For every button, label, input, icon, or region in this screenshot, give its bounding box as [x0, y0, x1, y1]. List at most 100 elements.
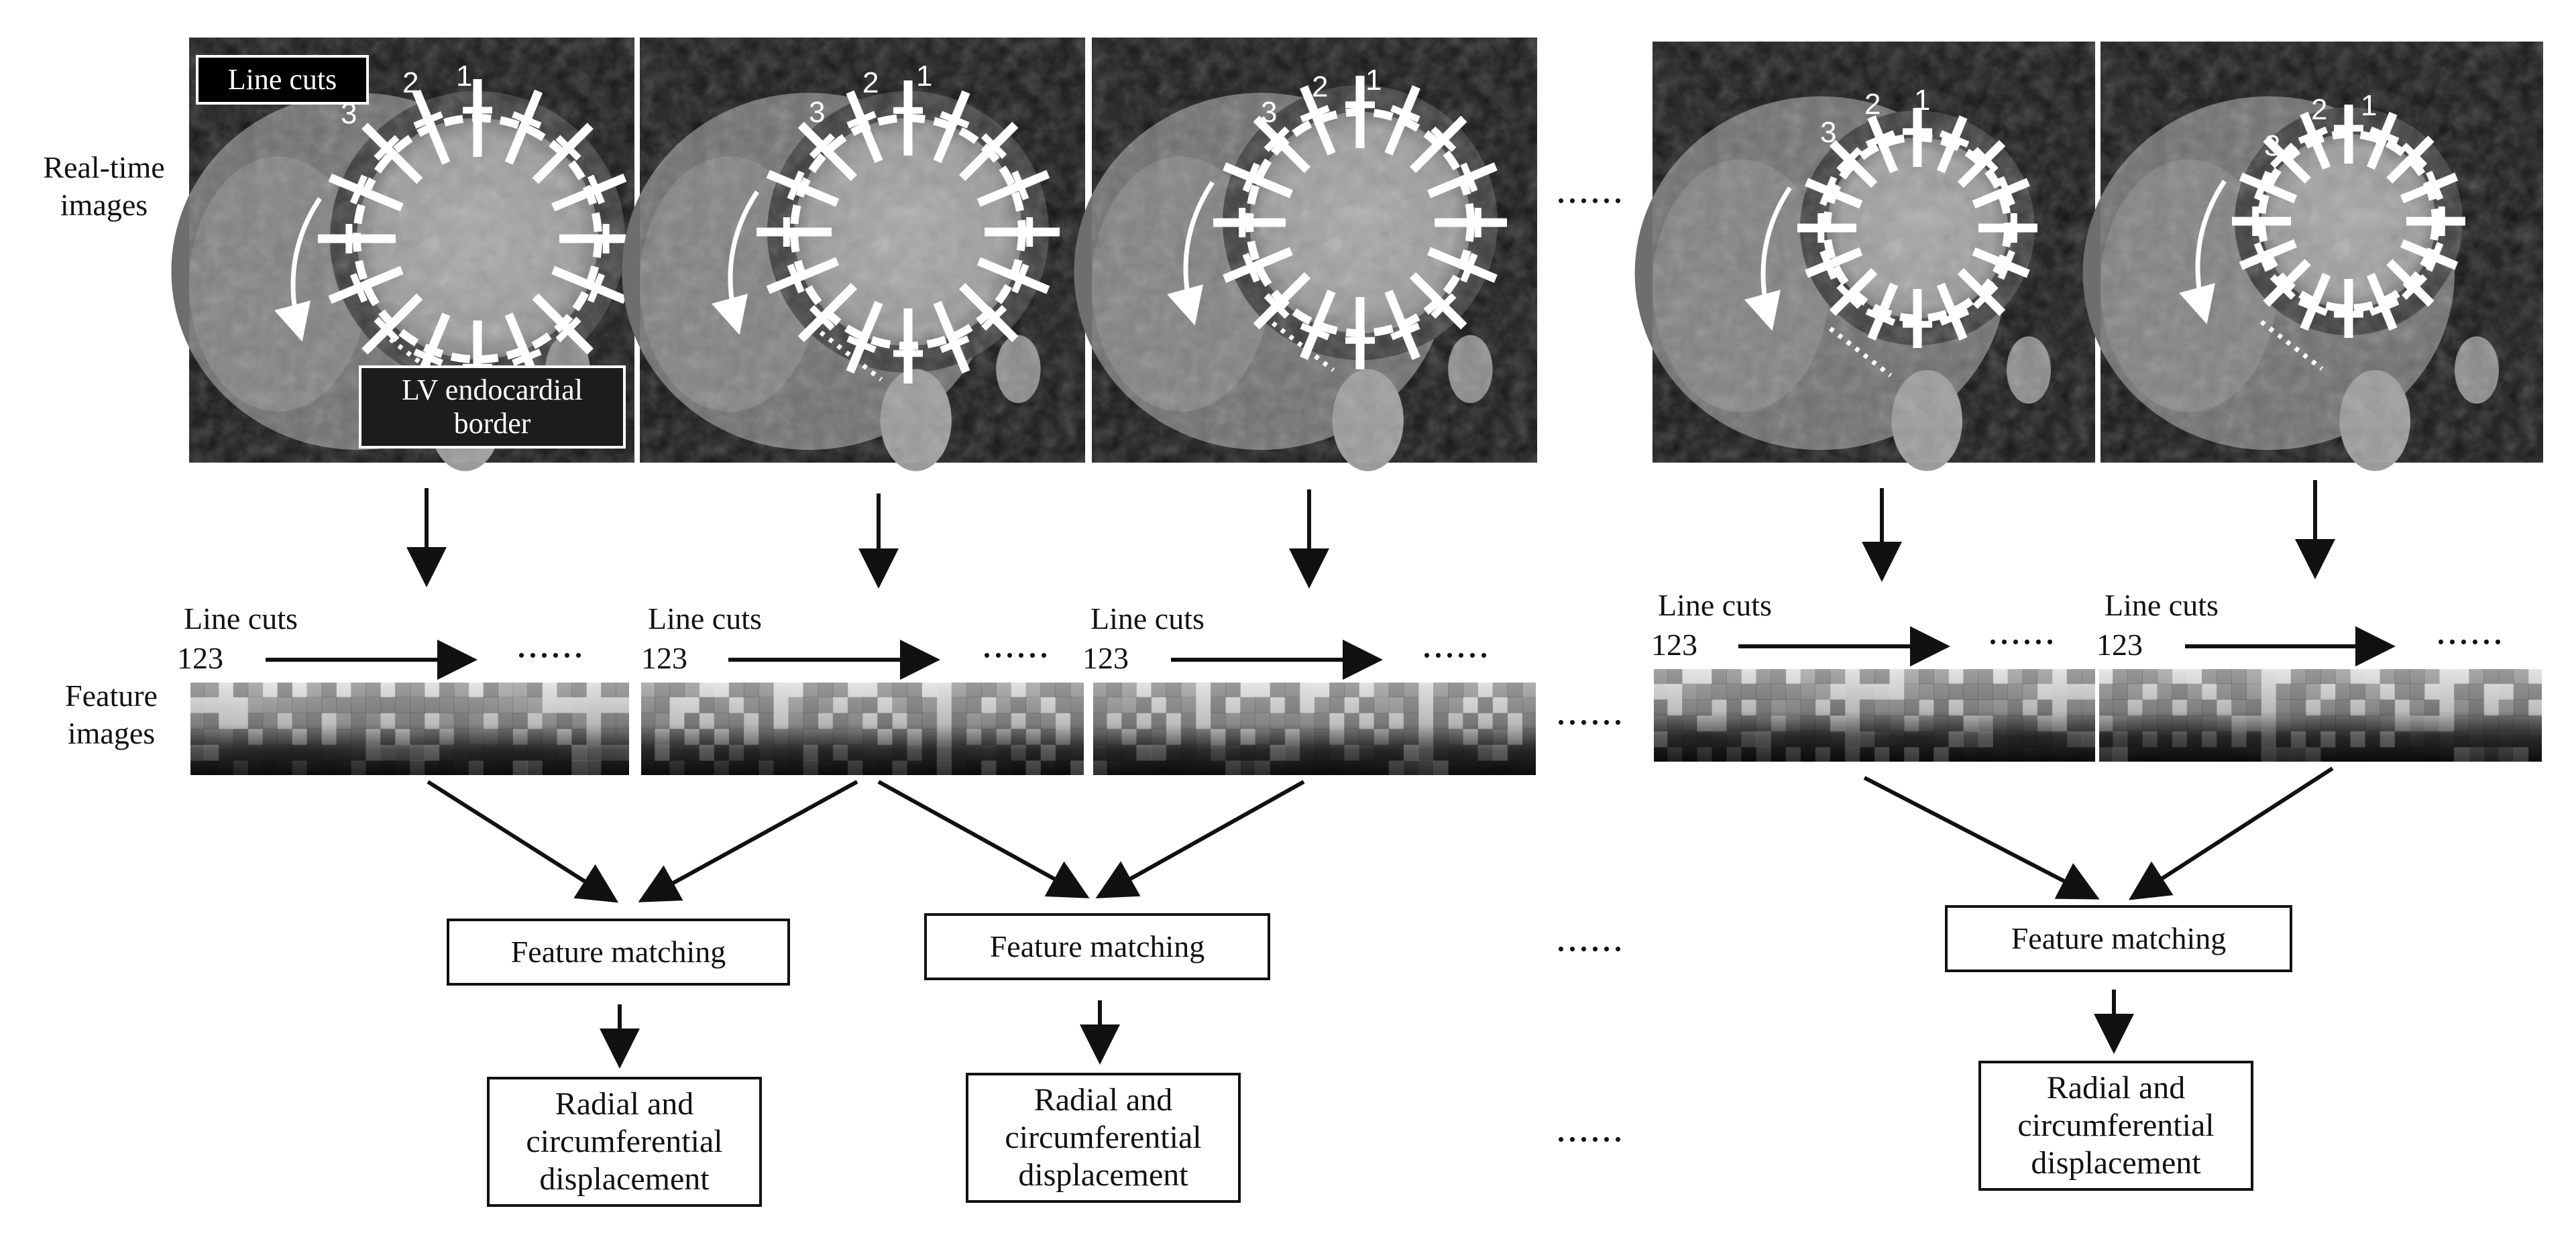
feature-pixel: [1948, 747, 1964, 764]
feature-pixel: [1448, 760, 1463, 777]
feature-pixel: [669, 681, 685, 698]
feature-matching-box-2: Feature matching: [924, 913, 1270, 980]
line-cuts-callout: Line cuts: [196, 55, 369, 105]
feature-pixel: [1741, 747, 1756, 764]
line-cut-tick: [328, 266, 404, 304]
feature-strip: [1092, 681, 1537, 776]
mri-noise: [1653, 42, 2095, 463]
feature-pixel: [1240, 697, 1255, 713]
feature-pixel: [2454, 699, 2469, 716]
feature-pixel: [2365, 699, 2381, 716]
feature-pixel: [1374, 697, 1390, 713]
line-cut-tick: [976, 170, 1050, 207]
line-cut-bar: [1460, 162, 1478, 192]
feature-pixel: [2409, 668, 2425, 685]
feature-pixel: [1919, 731, 1934, 748]
feature-pixel: [1978, 668, 1994, 685]
feature-pixel: [699, 713, 715, 729]
feature-pixel: [380, 729, 396, 746]
feature-pixel: [1682, 683, 1697, 700]
feature-pixel: [862, 760, 878, 777]
line-cut-tick: [933, 90, 970, 164]
feature-pixel: [2246, 683, 2261, 700]
feature-pixel: [1040, 729, 1056, 746]
line-cut-tick: [1957, 139, 2006, 188]
feature-pixel: [1329, 760, 1345, 777]
feature-pixel: [1653, 668, 1668, 685]
feature-pixel: [410, 681, 425, 698]
arrow-down-icon: [427, 780, 619, 903]
line-cut-tick: [933, 300, 970, 374]
feature-pixel: [2290, 747, 2306, 764]
feature-pixel: [1166, 713, 1182, 729]
line-cut-bar: [1264, 293, 1290, 319]
feature-pixel: [1904, 715, 1919, 732]
feature-pixel: [2276, 699, 2292, 716]
feature-pixel: [773, 681, 789, 698]
feature-pixel: [1682, 699, 1697, 716]
ellipsis-cuts-1: ......: [516, 622, 585, 666]
ellipsis-displacement: ......: [1556, 1106, 1624, 1150]
feature-pixel: [1211, 744, 1226, 761]
feature-pixel: [907, 697, 923, 713]
feature-pixel: [1963, 699, 1978, 716]
feature-pixel: [1978, 731, 1994, 748]
feature-pixel: [1507, 744, 1523, 761]
line-cut-tick: [1223, 162, 1293, 198]
feature-pixel: [907, 681, 923, 698]
feature-pixel: [1180, 729, 1196, 746]
displacement-box-3: Radial and circumferential displacement: [1978, 1061, 2253, 1191]
feature-pixel: [1284, 760, 1300, 777]
feature-pixel: [1211, 697, 1226, 713]
feature-pixel: [468, 729, 484, 746]
feature-pixel: [1785, 699, 1801, 716]
feature-pixel: [669, 760, 685, 777]
feature-pixel: [262, 681, 278, 698]
feature-pixel: [247, 744, 264, 761]
feature-pixel: [601, 760, 616, 777]
feature-pixel: [336, 744, 351, 761]
feature-pixel: [380, 681, 396, 698]
feature-pixel: [247, 713, 264, 729]
feature-pixel: [2037, 747, 2053, 764]
feature-pixel: [468, 697, 484, 713]
feature-pixel: [1667, 699, 1683, 716]
feature-pixel: [1934, 699, 1949, 716]
feature-pixel: [1136, 697, 1152, 713]
feature-pixel: [262, 744, 278, 761]
feature-pixel: [2007, 699, 2023, 716]
feature-pixel: [2127, 715, 2143, 732]
feature-pixel: [1388, 697, 1404, 713]
feature-pixel: [1433, 729, 1449, 746]
feature-pixel: [1830, 731, 1846, 748]
feature-pixel: [2469, 683, 2484, 700]
feature-pixel: [936, 681, 952, 698]
line-cuts-index-4: 123: [1651, 628, 1697, 662]
feature-pixel: [483, 744, 499, 761]
feature-pixel: [1904, 747, 1919, 764]
feature-pixel: [2127, 683, 2143, 700]
feature-pixel: [1359, 744, 1375, 761]
feature-pixel: [424, 760, 440, 777]
line-cut-bar: [555, 135, 581, 161]
feature-pixel: [803, 713, 819, 729]
feature-pixel: [714, 681, 730, 698]
feature-pixel: [2424, 731, 2440, 748]
feature-pixel: [1359, 760, 1375, 777]
feature-pixel: [1815, 699, 1831, 716]
feature-pixel: [351, 697, 366, 713]
feature-pixel: [2379, 683, 2396, 700]
feature-pixel: [1934, 683, 1949, 700]
line-cut-bar: [587, 273, 606, 303]
feature-pixel: [1800, 731, 1816, 748]
feature-pixel: [1070, 744, 1086, 761]
dotted-line: [1271, 321, 1335, 372]
feature-pixel: [1180, 744, 1196, 761]
feature-pixel: [557, 729, 572, 746]
feature-pixel: [1785, 668, 1801, 685]
feature-pixel: [1800, 683, 1816, 700]
feature-pixel: [1011, 744, 1026, 761]
line-cut-bar: [1264, 126, 1290, 152]
feature-pixel: [424, 729, 440, 746]
feature-pixel: [1240, 681, 1255, 698]
